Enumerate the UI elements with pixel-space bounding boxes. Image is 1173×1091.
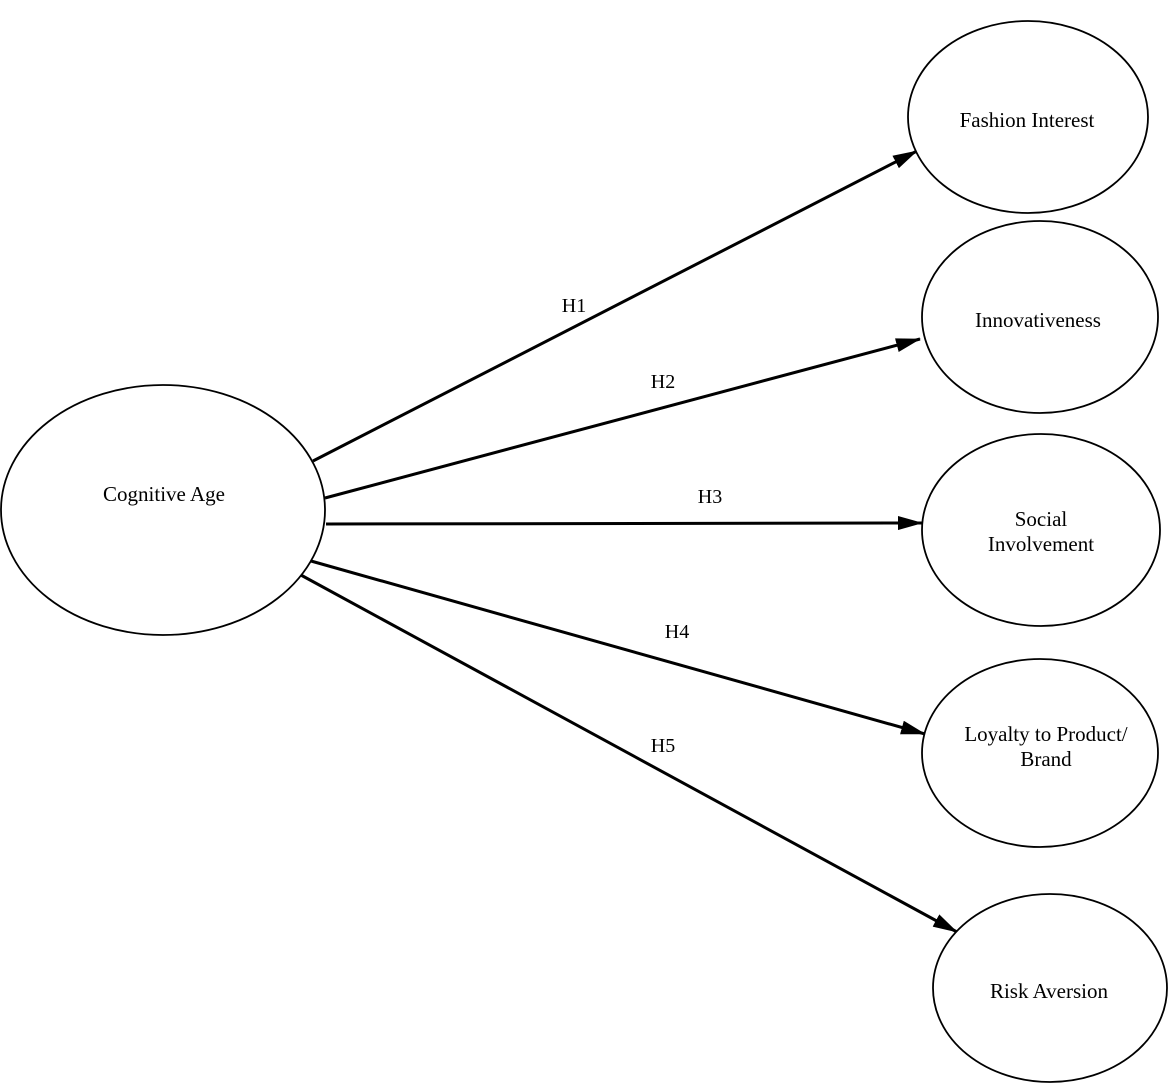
node-ellipse-innovativeness — [921, 220, 1159, 414]
node-label-cognitive-age: Cognitive Age — [103, 482, 225, 506]
edge-label-h5: H5 — [651, 735, 675, 757]
edge-arrow-h1 — [312, 149, 918, 463]
edge-label-h1: H1 — [562, 295, 586, 317]
node-label-loyalty-line1: Loyalty to Product/ — [964, 722, 1127, 746]
node-label-innovativeness: Innovativeness — [975, 308, 1101, 332]
edge-arrow-h5 — [298, 572, 958, 934]
edge-arrow-h3 — [325, 516, 923, 531]
node-label-social-involvement-line1: Social — [1015, 507, 1068, 531]
node-label-loyalty-line2: Brand — [1020, 747, 1072, 771]
node-label-social-involvement-line2: Involvement — [988, 532, 1094, 556]
node-ellipse-social-involvement — [921, 433, 1161, 627]
node-label-fashion-interest: Fashion Interest — [960, 108, 1095, 132]
node-ellipse-cognitive-age — [0, 384, 326, 636]
edge-label-h3: H3 — [698, 486, 722, 508]
node-label-risk-aversion: Risk Aversion — [990, 979, 1109, 1003]
edge-arrow-h4 — [310, 559, 926, 736]
edge-label-h4: H4 — [665, 621, 689, 643]
node-ellipse-loyalty-to-product-brand — [921, 658, 1159, 848]
edge-label-h2: H2 — [651, 371, 675, 393]
node-ellipse-fashion-interest — [907, 20, 1149, 214]
node-ellipse-risk-aversion — [932, 893, 1168, 1083]
edge-arrow-h2 — [324, 337, 921, 500]
